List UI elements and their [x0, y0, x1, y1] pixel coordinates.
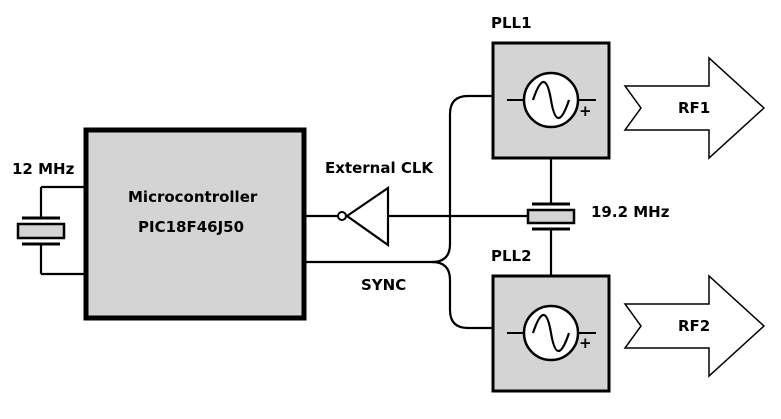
mcu-title: Microcontroller	[128, 188, 258, 206]
crystal-icon	[526, 202, 576, 231]
rf2-label: RF2	[678, 317, 710, 335]
crystal-12-label: 12 MHz	[12, 160, 75, 178]
rf1-label: RF1	[678, 99, 710, 117]
rf2-arrow-icon	[623, 274, 766, 378]
external-clk-label: External CLK	[325, 159, 434, 177]
pll2-plus-label: +	[579, 334, 592, 352]
microcontroller-block	[83, 127, 307, 321]
sync-wire-pll2	[431, 260, 493, 330]
rf1-arrow-icon	[623, 56, 766, 160]
crystal-192-label: 19.2 MHz	[591, 203, 670, 221]
crystal-12mhz	[16, 185, 86, 276]
pll1-label: PLL1	[491, 14, 532, 32]
sync-wire-pll1	[304, 94, 493, 264]
mcu-part-number: PIC18F46J50	[138, 218, 244, 236]
sync-label: SYNC	[361, 276, 406, 294]
inverter-buffer-icon	[337, 185, 390, 248]
sine-wave-source-icon	[507, 71, 596, 129]
crystal-icon	[16, 216, 66, 246]
pll1-plus-label: +	[579, 102, 592, 120]
sine-wave-source-icon	[507, 304, 596, 362]
pll2-label: PLL2	[491, 247, 532, 265]
